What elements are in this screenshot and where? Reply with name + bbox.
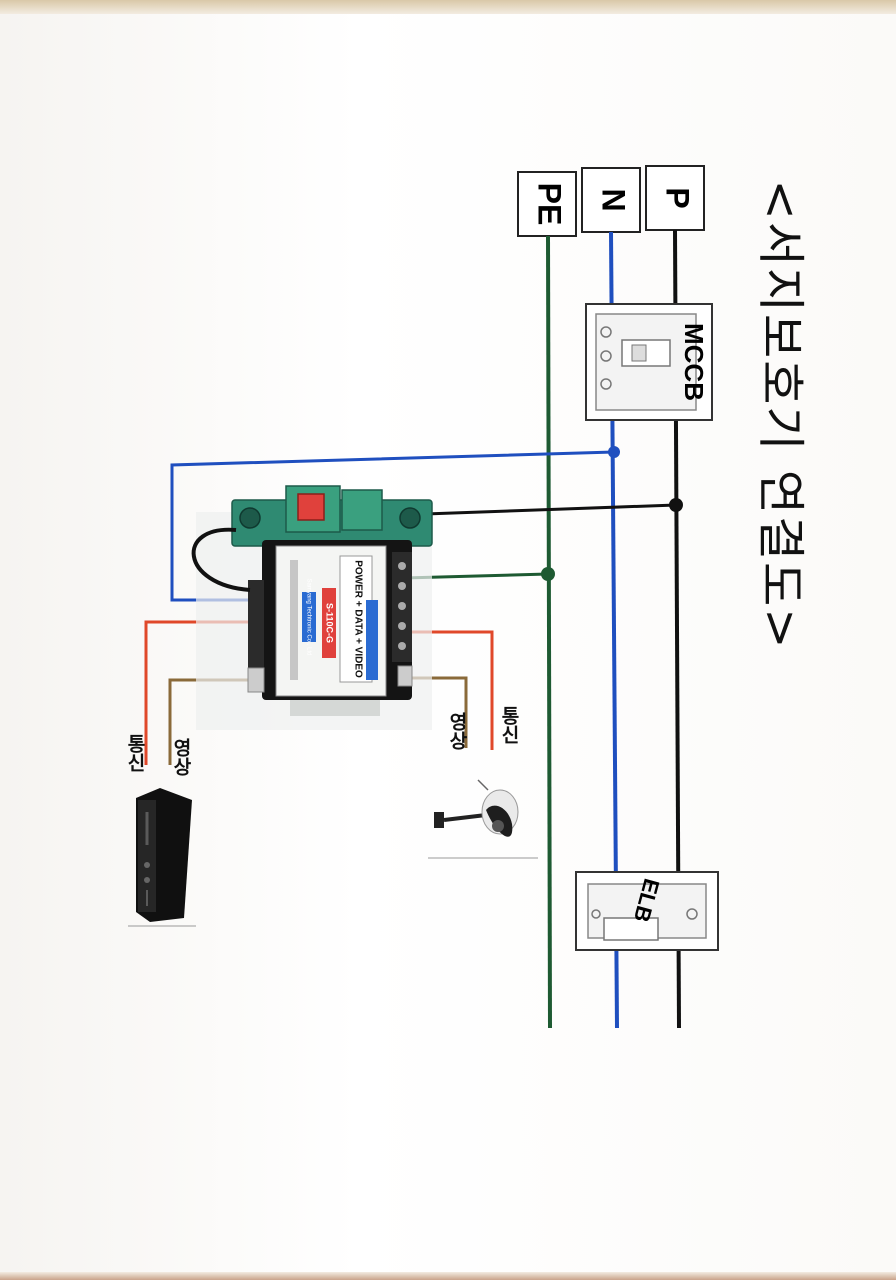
junction-earth bbox=[541, 567, 555, 581]
mccb-breaker: MCCB bbox=[585, 303, 713, 421]
cctv-camera bbox=[428, 779, 538, 859]
label-video-right: 영상 bbox=[446, 712, 468, 750]
wire-phase bbox=[424, 503, 677, 516]
rail-box-pe: PE bbox=[517, 171, 577, 237]
mccb-label: MCCB bbox=[679, 323, 709, 401]
rail-box-n: N bbox=[581, 167, 641, 233]
dvr-recorder bbox=[128, 788, 196, 927]
paper-top-edge bbox=[0, 0, 896, 14]
junction-phase bbox=[669, 498, 683, 512]
surge-protector: POWER + DATA + VIDEO S-110C-G Samyang Te… bbox=[191, 485, 433, 730]
label-comm-left: 통신 bbox=[124, 734, 146, 772]
spd-model: S-110C-G bbox=[325, 603, 335, 643]
rail-label-n: N bbox=[596, 188, 632, 211]
paper-bottom-edge bbox=[0, 1272, 896, 1280]
spd-heading: POWER + DATA + VIDEO bbox=[352, 560, 363, 678]
label-video-left: 영상 bbox=[170, 738, 192, 776]
spd-maker: Samyang Techtronic Co., Ltd bbox=[305, 579, 311, 656]
rail-label-pe: PE bbox=[532, 183, 568, 226]
wire-comm-right bbox=[404, 630, 494, 750]
rail-box-p: P bbox=[645, 165, 705, 231]
junction-neutral bbox=[608, 446, 620, 458]
label-comm-right: 통신 bbox=[498, 706, 520, 744]
rail-line-pe bbox=[546, 235, 552, 1029]
rail-label-p: P bbox=[660, 187, 696, 208]
diagram-title-wrap: <서지보호기 연결도> bbox=[720, 180, 850, 651]
elb-breaker: ELB bbox=[575, 871, 719, 951]
diagram-title: <서지보호기 연결도> bbox=[752, 179, 809, 651]
